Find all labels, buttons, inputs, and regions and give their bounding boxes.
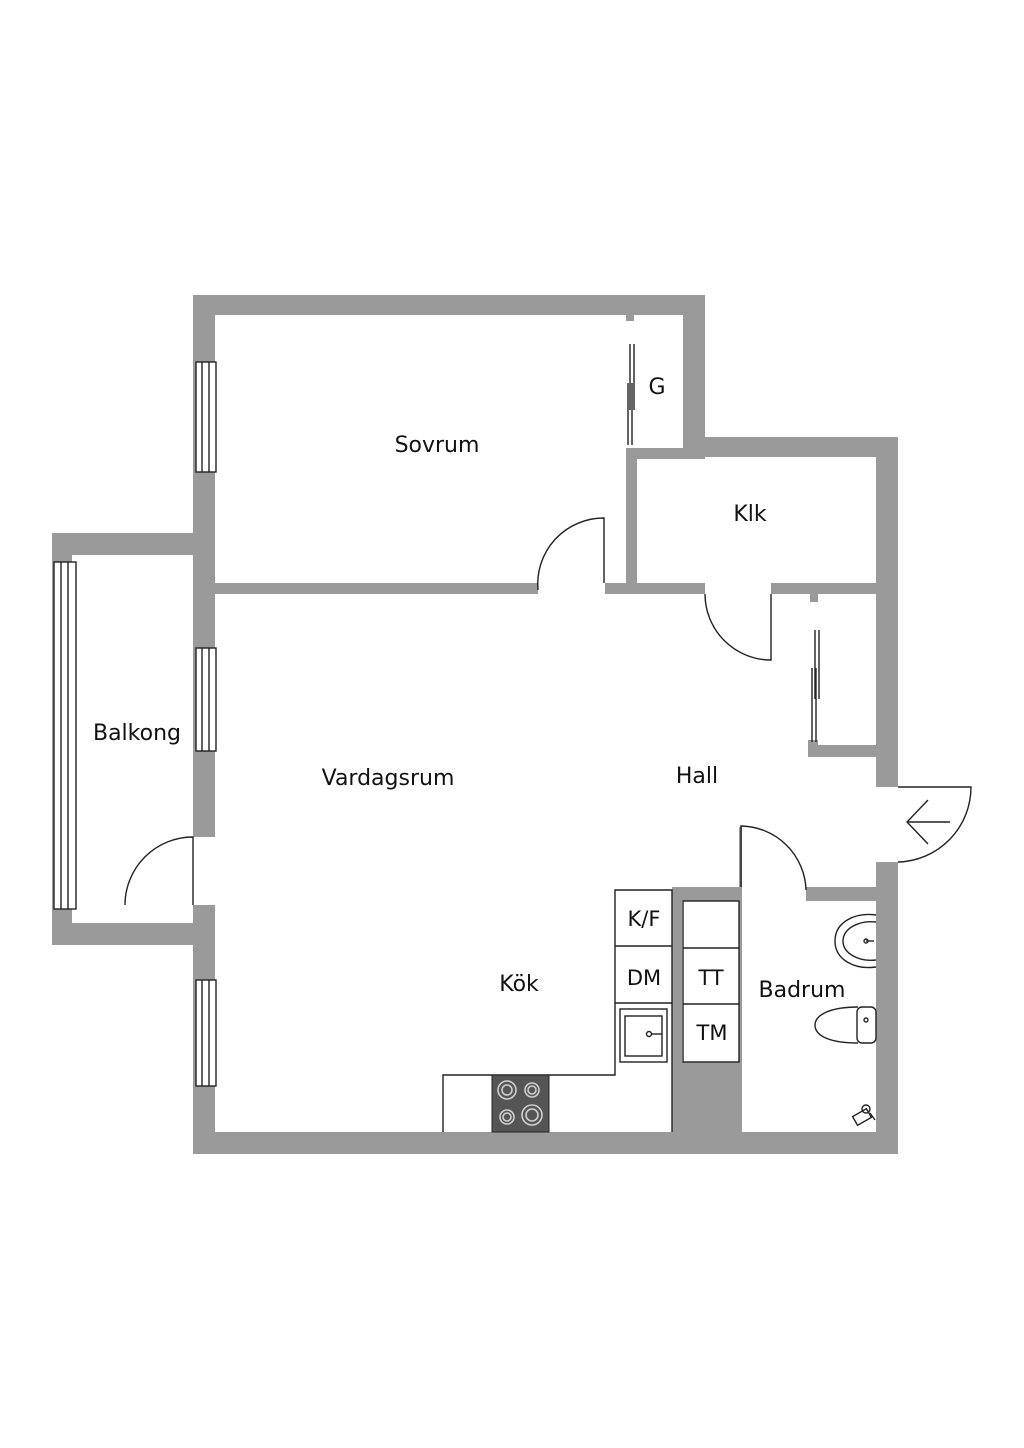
- hob-icon: [497, 1080, 543, 1126]
- wall-top-east: [683, 437, 898, 457]
- label-tm: TM: [696, 1021, 728, 1045]
- label-hall: Hall: [676, 764, 718, 789]
- wall-badrum-north-left: [672, 887, 742, 901]
- wall-hall-closet-south: [808, 745, 898, 757]
- wall-hall-closet-stub: [808, 740, 818, 757]
- wall-garderob-south: [626, 448, 705, 459]
- windows: [53, 361, 217, 1087]
- wall-klk-west: [626, 448, 637, 594]
- kitchen-fixtures: [442, 889, 673, 1133]
- label-kf: K/F: [628, 907, 661, 931]
- door-balkong[interactable]: [124, 836, 194, 906]
- kitchen-counter: [442, 889, 673, 1132]
- wall-badrum-north: [806, 887, 898, 901]
- window-balkong: [53, 561, 77, 910]
- wall-bottom: [193, 1132, 898, 1154]
- door-entrance[interactable]: [897, 786, 972, 863]
- doors: [124, 344, 972, 906]
- wall-balcony-bottom: [52, 923, 215, 945]
- wall-hall-stub: [810, 594, 818, 602]
- shower-icon: [851, 1104, 876, 1127]
- wall-klk-south-left: [605, 583, 705, 594]
- entrance-doorway: [876, 787, 898, 862]
- wall-top-north: [193, 295, 705, 315]
- window-sovrum: [195, 361, 217, 473]
- door-klk: [704, 593, 772, 661]
- balcony-doorway: [193, 837, 215, 905]
- label-tt: TT: [697, 966, 723, 990]
- window-kok: [195, 979, 217, 1087]
- wall-shaft-left: [672, 887, 682, 1132]
- label-vardagsrum: Vardagsrum: [322, 766, 455, 791]
- shaft: [672, 1062, 739, 1132]
- wall-balcony-top: [52, 533, 215, 555]
- label-garderob: G: [648, 375, 665, 400]
- label-klk: Klk: [733, 502, 767, 527]
- wall-klk-south-right: [771, 583, 898, 594]
- door-badrum: [740, 825, 807, 891]
- wall-sovrum-south: [215, 583, 538, 594]
- arrow-left-icon: [906, 799, 950, 845]
- wall-garderob-stub: [626, 313, 634, 321]
- laundry-column: [682, 900, 740, 1063]
- toilet-icon: [814, 1006, 877, 1044]
- label-balkong: Balkong: [93, 721, 181, 746]
- wall-badrum-west: [739, 827, 742, 1132]
- wall-garderob-east: [683, 295, 705, 455]
- label-dm: DM: [627, 966, 661, 990]
- window-vardagsrum: [195, 647, 217, 752]
- label-sovrum: Sovrum: [395, 433, 480, 458]
- wall-east-lower: [876, 862, 898, 1154]
- door-sovrum: [537, 517, 605, 591]
- washbasin-icon: [834, 913, 877, 969]
- label-kok: Kök: [499, 972, 539, 997]
- label-badrum: Badrum: [759, 978, 846, 1003]
- wall-east-upper: [876, 437, 898, 787]
- sink-icon: [619, 1008, 668, 1063]
